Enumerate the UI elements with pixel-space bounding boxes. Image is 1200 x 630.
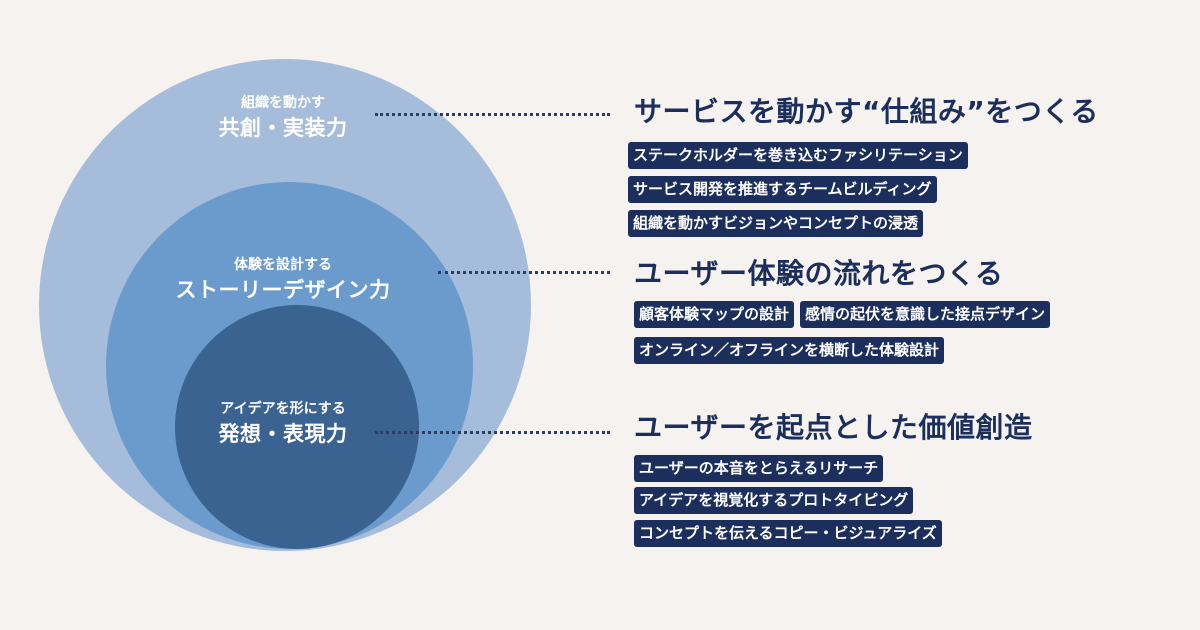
tag-row: オンライン／オフラインを横断した体験設計 [634, 337, 945, 364]
skill-tag: コンセプトを伝えるコピー・ビジュアライズ [634, 520, 942, 547]
tag-row: 顧客体験マップの設計 感情の起伏を意識した接点デザイン [634, 301, 1051, 328]
connector-dotted-line-2 [438, 271, 610, 274]
inner-circle-label: アイデアを形にする 発想・表現力 [219, 399, 348, 449]
outer-circle-title: 共創・実装力 [218, 116, 348, 140]
skill-tag: オンライン／オフラインを横断した体験設計 [634, 337, 945, 364]
middle-circle-label: 体験を設計する ストーリーデザイン力 [176, 255, 391, 305]
inner-circle-title: 発想・表現力 [218, 422, 348, 446]
section-heading-experience: ユーザー体験の流れをつくる [634, 257, 1004, 290]
skill-tag: 組織を動かすビジョンやコンセプトの浸透 [628, 210, 924, 237]
tag-row: 組織を動かすビジョンやコンセプトの浸透 [628, 210, 924, 237]
middle-circle-subtitle: 体験を設計する [234, 257, 332, 273]
tag-row: アイデアを視覚化するプロトタイピング [634, 487, 914, 514]
skill-tag: 顧客体験マップの設計 [634, 301, 795, 328]
skill-tag: アイデアを視覚化するプロトタイピング [634, 487, 914, 514]
tag-row: ユーザーの本音をとらえるリサーチ [634, 455, 884, 482]
skill-tag: ステークホルダーを巻き込むファシリテーション [628, 142, 968, 169]
section-heading-value-creation: ユーザーを起点とした価値創造 [634, 411, 1033, 444]
outer-circle-label: 組織を動かす 共創・実装力 [219, 93, 348, 143]
section-heading-mechanism: サービスを動かす“仕組み”をつくる [634, 95, 1099, 128]
connector-dotted-line-1 [375, 113, 610, 116]
connector-dotted-line-3 [375, 431, 610, 434]
inner-circle [175, 305, 419, 549]
tag-row: サービス開発を推進するチームビルディング [628, 176, 937, 203]
middle-circle-title: ストーリーデザイン力 [175, 278, 391, 302]
skill-tag: サービス開発を推進するチームビルディング [628, 176, 937, 203]
tag-row: ステークホルダーを巻き込むファシリテーション [628, 142, 968, 169]
outer-circle-subtitle: 組織を動かす [241, 95, 325, 111]
tag-row: コンセプトを伝えるコピー・ビジュアライズ [634, 520, 942, 547]
skill-tag: ユーザーの本音をとらえるリサーチ [634, 455, 884, 482]
inner-circle-subtitle: アイデアを形にする [220, 401, 346, 417]
skill-tag: 感情の起伏を意識した接点デザイン [800, 301, 1051, 328]
